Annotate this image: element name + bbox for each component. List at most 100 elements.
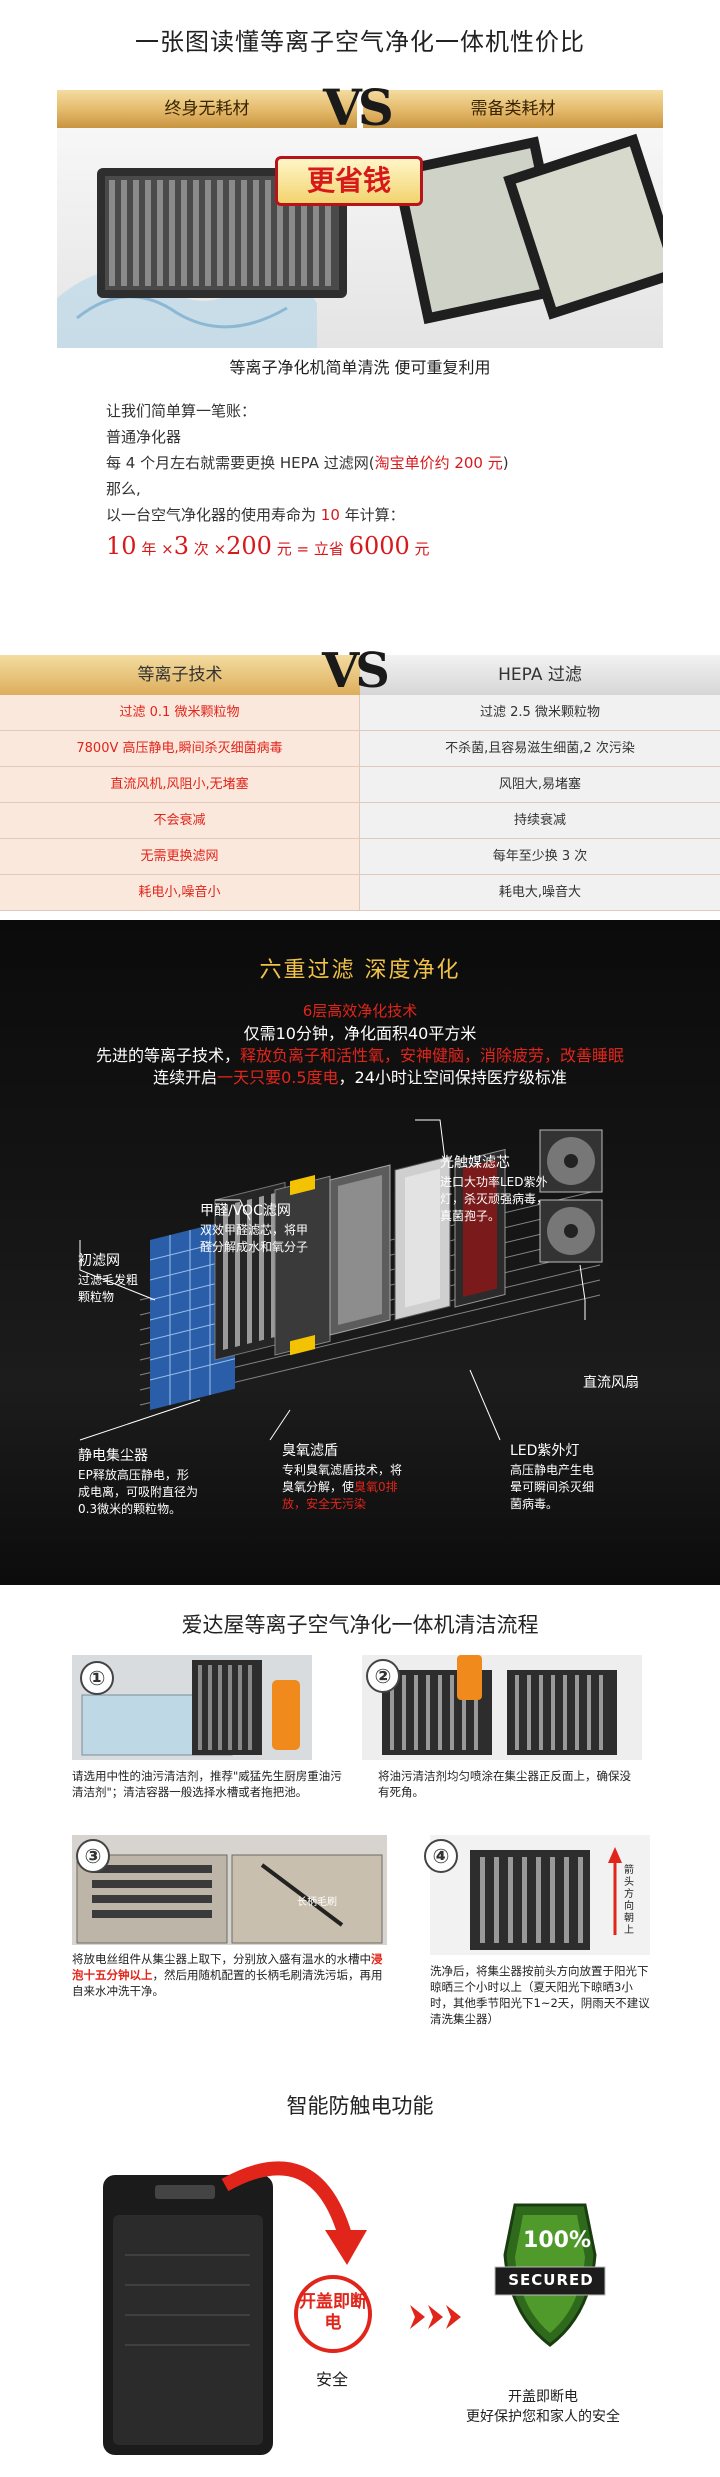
filter-subtitle: 6层高效净化技术	[302, 1002, 418, 1020]
esp-label: 静电集尘器	[78, 1448, 148, 1464]
step1-photo: ①	[72, 1655, 312, 1760]
formula-price: 200	[226, 532, 272, 560]
step3-soak-illustration	[72, 1835, 387, 1945]
filter-line-1: 仅需10分钟，净化面积40平方米	[243, 1024, 477, 1043]
section-cost-comparison: 一张图读懂等离子空气净化一体机性价比 终身无耗材 需备类耗材 VS	[0, 0, 720, 655]
anti-shock-title: 智能防触电功能	[286, 2094, 434, 2118]
step4-number: ④	[424, 1839, 458, 1873]
calc-line-3: 每 4 个月左右就需要更换 HEPA 过滤网(淘宝单价约 200 元)	[106, 452, 509, 473]
calc-line-5-end: 年计算：	[339, 506, 405, 524]
step1-sink-illustration	[72, 1655, 312, 1760]
power-off-bubble: 开盖即断电	[294, 2275, 372, 2353]
primary-filter-desc: 过滤毛发粗颗粒物	[78, 1273, 139, 1304]
plasma-cell: 无需更换滤网	[0, 839, 360, 874]
table-row: 无需更换滤网每年至少换 3 次	[0, 839, 720, 875]
safe-label: 安全	[316, 2370, 349, 2389]
led-uv-desc: 高压静电产生电晕可瞬间杀灭细菌病毒。	[510, 1463, 595, 1511]
photocatalyst-desc: 进口大功率LED紫外灯，杀灭顽强病毒，真菌孢子。	[440, 1175, 549, 1223]
plasma-cell: 7800V 高压静电,瞬间杀灭细菌病毒	[0, 731, 360, 766]
formula-count: 3	[173, 532, 189, 560]
soak-duration: 浸泡十五分钟以上	[72, 1952, 383, 1982]
step3-number: ③	[76, 1839, 110, 1873]
vs-mark: VS	[323, 78, 394, 137]
calc-line-5: 以一台空气净化器的使用寿命为 10 年计算：	[106, 504, 405, 525]
formula-times-1: ×	[161, 540, 174, 558]
filter-line-2: 先进的等离子技术，释放负离子和活性氧，安神健脑，消除疲劳，改善睡眠	[0, 1042, 720, 1066]
step2-photo: ②	[362, 1655, 642, 1760]
ozone-shield-label: 臭氧滤盾	[282, 1443, 338, 1459]
section-cleaning-process: 爱达屋等离子空气净化一体机清洁流程 ① 请选用中性的油污清洁剂，推荐"威猛先生厨…	[0, 1585, 720, 2070]
arrow-up-label: 箭头方向朝上	[624, 1865, 634, 1936]
header-hepa: HEPA 过滤	[360, 655, 720, 695]
reuse-caption: 等离子净化机简单清洗 便可重复利用	[229, 358, 491, 377]
anti-shock-illustration	[103, 2161, 606, 2455]
hepa-cell: 不杀菌,且容易滋生细菌,2 次污染	[360, 731, 720, 766]
calc-line-3-text: 每 4 个月左右就需要更换 HEPA 过滤网(	[106, 454, 375, 472]
label-consumables: 需备类耗材	[363, 90, 663, 128]
cleaning-title: 爱达屋等离子空气净化一体机清洁流程	[181, 1613, 539, 1637]
shield-secured: SECURED	[508, 2271, 594, 2289]
photocatalyst-label: 光触媒滤芯	[440, 1155, 510, 1171]
filter-line-3-end: ，24小时让空间保持医疗级标准	[338, 1068, 567, 1087]
filter-title: 六重过滤 深度净化	[259, 958, 461, 983]
formula-equals: =	[296, 540, 310, 558]
step3-photo: ③ 长柄毛刷	[72, 1835, 387, 1945]
hepa-cell: 耗电大,噪音大	[360, 875, 720, 910]
step1-number: ①	[80, 1661, 114, 1695]
savings-formula: 10 年 ×3 次 ×200 元 = 立省 6000 元	[106, 532, 430, 560]
collector-vs-filter-illustration	[57, 133, 663, 348]
formula-unit-times: 次	[193, 540, 209, 558]
step4-text: 洗净后，将集尘器按前头方向放置于阳光下晾晒三个小时以上（夏天阳光下晾晒3小时，其…	[430, 1964, 650, 2026]
step4-sun-dry-illustration	[430, 1835, 650, 1955]
step3-text: 将放电丝组件从集尘器上取下，分别放入盛有温水的水槽中浸泡十五分钟以上，然后用随机…	[72, 1951, 392, 1999]
step1-text: 请选用中性的油污清洁剂，推荐"威猛先生厨房重油污清洁剂"；清洁容器一般选择水槽或…	[72, 1769, 342, 1799]
hepa-cell: 风阻大,易堵塞	[360, 767, 720, 802]
formula-unit-year: 年	[141, 540, 157, 558]
led-uv-label: LED紫外灯	[510, 1443, 580, 1459]
step2-spray-illustration	[362, 1655, 642, 1760]
section-tech-comparison: 等离子技术 HEPA 过滤 VS 过滤 0.1 微米颗粒物过滤 2.5 微米颗粒…	[0, 643, 720, 920]
hepa-cell: 每年至少换 3 次	[360, 839, 720, 874]
hepa-cell: 持续衰减	[360, 803, 720, 838]
plasma-cell: 不会衰减	[0, 803, 360, 838]
table-row: 7800V 高压静电,瞬间杀灭细菌病毒不杀菌,且容易滋生细菌,2 次污染	[0, 731, 720, 767]
voc-filter-label: 甲醛/VOC滤网	[200, 1203, 291, 1219]
comparison-table: 过滤 0.1 微米颗粒物过滤 2.5 微米颗粒物 7800V 高压静电,瞬间杀灭…	[0, 695, 720, 911]
calc-line-1: 让我们简单算一笔账：	[106, 402, 257, 420]
primary-filter-label: 初滤网	[78, 1253, 120, 1269]
save-money-badge: 更省钱	[275, 156, 423, 206]
step4-photo: ④ 箭头方向朝上	[424, 1835, 650, 1955]
formula-unit-yuan-2: 元	[414, 540, 430, 558]
plasma-cell: 耗电小,噪音小	[0, 875, 360, 910]
formula-times-2: ×	[213, 540, 227, 558]
filter-line-3-text: 连续开启	[153, 1068, 218, 1087]
hepa-cell: 过滤 2.5 微米颗粒物	[360, 695, 720, 730]
esp-desc: EP释放高压静电，形成电离，可吸附直径为0.3微米的颗粒物。	[78, 1468, 199, 1516]
dc-fan-label: 直流风扇	[583, 1375, 639, 1391]
voc-filter-desc: 双效甲醛滤芯，将甲醛分解成水和氧分子	[200, 1223, 309, 1254]
filter-line-2-text: 先进的等离子技术，	[95, 1046, 240, 1065]
calc-line-4: 那么,	[106, 480, 141, 498]
filter-line-3: 连续开启一天只要0.5度电，24小时让空间保持医疗级标准	[0, 1064, 720, 1088]
table-row: 过滤 0.1 微米颗粒物过滤 2.5 微米颗粒物	[0, 695, 720, 731]
formula-save-label: 立省	[313, 540, 344, 558]
formula-total: 6000	[348, 532, 410, 560]
ozone-desc-text: 专利臭氧滤盾技术，将臭氧分解，使	[282, 1463, 403, 1494]
step2-number: ②	[366, 1659, 400, 1693]
brush-label: 长柄毛刷	[297, 1897, 337, 1908]
shield-percent: 100%	[523, 2228, 591, 2253]
product-photo: 更省钱	[57, 128, 663, 348]
plasma-cell: 直流风机,风阻小,无堵塞	[0, 767, 360, 802]
label-no-consumables: 终身无耗材	[57, 90, 357, 128]
table-row: 耗电小,噪音小耗电大,噪音大	[0, 875, 720, 911]
lifespan-years: 10	[320, 506, 340, 524]
table-row: 不会衰减持续衰减	[0, 803, 720, 839]
anti-shock-desc-1: 开盖即断电	[508, 2389, 578, 2405]
section-anti-shock: 智能防触电功能 开盖即断电 安全 100% SECURED 开盖即断电 更好保护…	[0, 2070, 720, 2477]
hepa-price: 淘宝单价约 200 元	[374, 454, 503, 472]
calc-line-3-close: )	[502, 454, 509, 472]
step2-text: 将油污清洁剂均匀喷涂在集尘器正反面上，确保没有死角。	[378, 1769, 631, 1799]
ozone-zero-emission: 臭氧0排放，安全无污染	[282, 1480, 398, 1511]
exploded-filter-illustration	[79, 1119, 603, 1441]
calc-line-2: 普通净化器	[106, 428, 182, 446]
